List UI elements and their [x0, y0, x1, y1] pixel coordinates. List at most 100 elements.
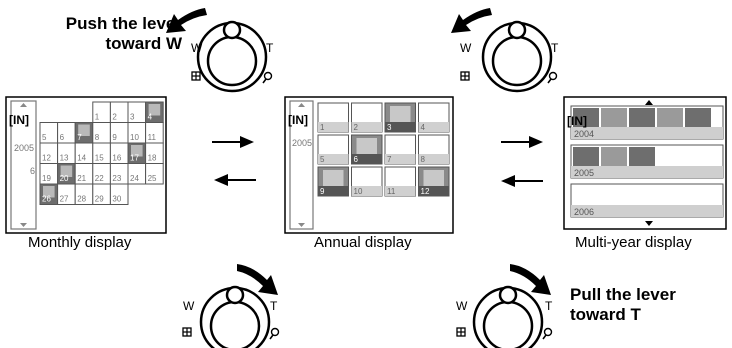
day-number: 24: [130, 174, 139, 183]
arrow-right-icon: [501, 136, 543, 148]
w-label: W: [456, 299, 468, 313]
monthly-scrollbar: [10, 100, 37, 230]
zoom-lever-top-right: W T: [451, 8, 559, 93]
scroll-down-icon: [298, 223, 305, 227]
day-number: 3: [130, 113, 135, 122]
t-label: T: [266, 41, 274, 55]
year-label: 2005: [574, 168, 594, 178]
photo-thumbnail: [629, 108, 655, 127]
year-label: 2006: [574, 207, 594, 217]
month-number: 6: [354, 155, 359, 164]
zoom-lever-top-left: W T: [166, 8, 274, 93]
day-number: 22: [95, 174, 104, 183]
day-cell: [145, 163, 164, 185]
day-number: 18: [148, 154, 157, 163]
month-number: 9: [320, 187, 325, 196]
day-number: 28: [77, 195, 86, 204]
magnify-icon: [263, 71, 273, 81]
monthly-year: 2005: [14, 143, 34, 153]
monthly-month: 6: [30, 166, 35, 176]
day-number: 14: [77, 154, 86, 163]
push-line-2: toward W: [105, 34, 183, 53]
day-number: 29: [95, 195, 104, 204]
month-number: 12: [421, 187, 430, 196]
day-number: 27: [60, 195, 69, 204]
scroll-down-icon: [20, 223, 27, 227]
annual-scrollbar: [289, 100, 314, 230]
day-cell: [109, 183, 129, 205]
day-number: 30: [112, 195, 121, 204]
day-number: 20: [60, 174, 69, 183]
magnify-icon: [548, 71, 558, 81]
t-label: T: [270, 299, 278, 313]
day-number: 12: [42, 154, 51, 163]
day-number: 4: [148, 113, 153, 122]
scroll-up-icon: [645, 100, 653, 105]
rotate-toward-w-arrow: [451, 8, 492, 33]
day-number: 11: [148, 133, 157, 142]
day-number: 7: [77, 133, 82, 142]
monthly-display-caption: Monthly display: [28, 234, 132, 251]
scroll-up-icon: [20, 103, 27, 107]
day-number: 6: [60, 133, 65, 142]
zoom-lever-bottom-right: W T: [456, 264, 553, 348]
day-number: 1: [95, 113, 100, 122]
day-number: 26: [42, 195, 51, 204]
arrow-right-icon: [212, 136, 254, 148]
magnify-icon: [270, 327, 280, 337]
photo-thumbnail: [685, 108, 711, 127]
t-label: T: [551, 41, 559, 55]
pull-line-1: Pull the lever: [570, 285, 676, 304]
month-number: 10: [354, 187, 363, 196]
push-instruction: Push the lever toward W: [32, 14, 182, 54]
day-number: 5: [42, 133, 47, 142]
multi-year-display-caption: Multi-year display: [575, 234, 692, 251]
month-number: 4: [421, 123, 426, 132]
memory-in-label: [IN]: [288, 113, 308, 127]
w-label: W: [460, 41, 472, 55]
pull-instruction: Pull the lever toward T: [570, 285, 730, 325]
photo-thumbnail: [601, 147, 627, 166]
arrow-left-icon: [501, 175, 543, 187]
day-number: 17: [130, 154, 139, 163]
day-number: 10: [130, 133, 139, 142]
photo-thumbnail: [629, 147, 655, 166]
month-number: 1: [320, 123, 325, 132]
magnify-icon: [543, 327, 553, 337]
day-number: 9: [112, 133, 117, 142]
month-number: 11: [387, 187, 396, 196]
day-number: 13: [60, 154, 69, 163]
month-number: 3: [387, 123, 392, 132]
day-number: 23: [112, 174, 121, 183]
rotate-toward-t-arrow: [237, 264, 278, 295]
month-number: 8: [421, 155, 426, 164]
push-line-1: Push the lever: [65, 14, 182, 33]
day-number: 15: [95, 154, 104, 163]
annual-display-caption: Annual display: [314, 234, 412, 251]
zoom-lever-bottom-left: W T: [182, 264, 280, 348]
t-label: T: [545, 299, 553, 313]
photo-thumbnail: [657, 108, 683, 127]
day-number: 21: [77, 174, 86, 183]
rotate-toward-w-arrow: [166, 8, 207, 33]
day-number: 8: [95, 133, 100, 142]
photo-thumbnail: [601, 108, 627, 127]
scroll-up-icon: [298, 103, 305, 107]
rotate-toward-t-arrow: [510, 264, 551, 295]
month-number: 2: [354, 123, 359, 132]
photo-thumbnail: [573, 147, 599, 166]
arrow-left-icon: [214, 174, 256, 186]
annual-year: 2005: [292, 138, 312, 148]
photo-thumbnail: [573, 108, 599, 127]
memory-in-label: [IN]: [9, 113, 29, 127]
w-label: W: [183, 299, 195, 313]
day-number: 19: [42, 174, 51, 183]
year-label: 2004: [574, 129, 594, 139]
month-number: 7: [387, 155, 392, 164]
scroll-down-icon: [645, 221, 653, 226]
pull-line-2: toward T: [570, 305, 641, 324]
